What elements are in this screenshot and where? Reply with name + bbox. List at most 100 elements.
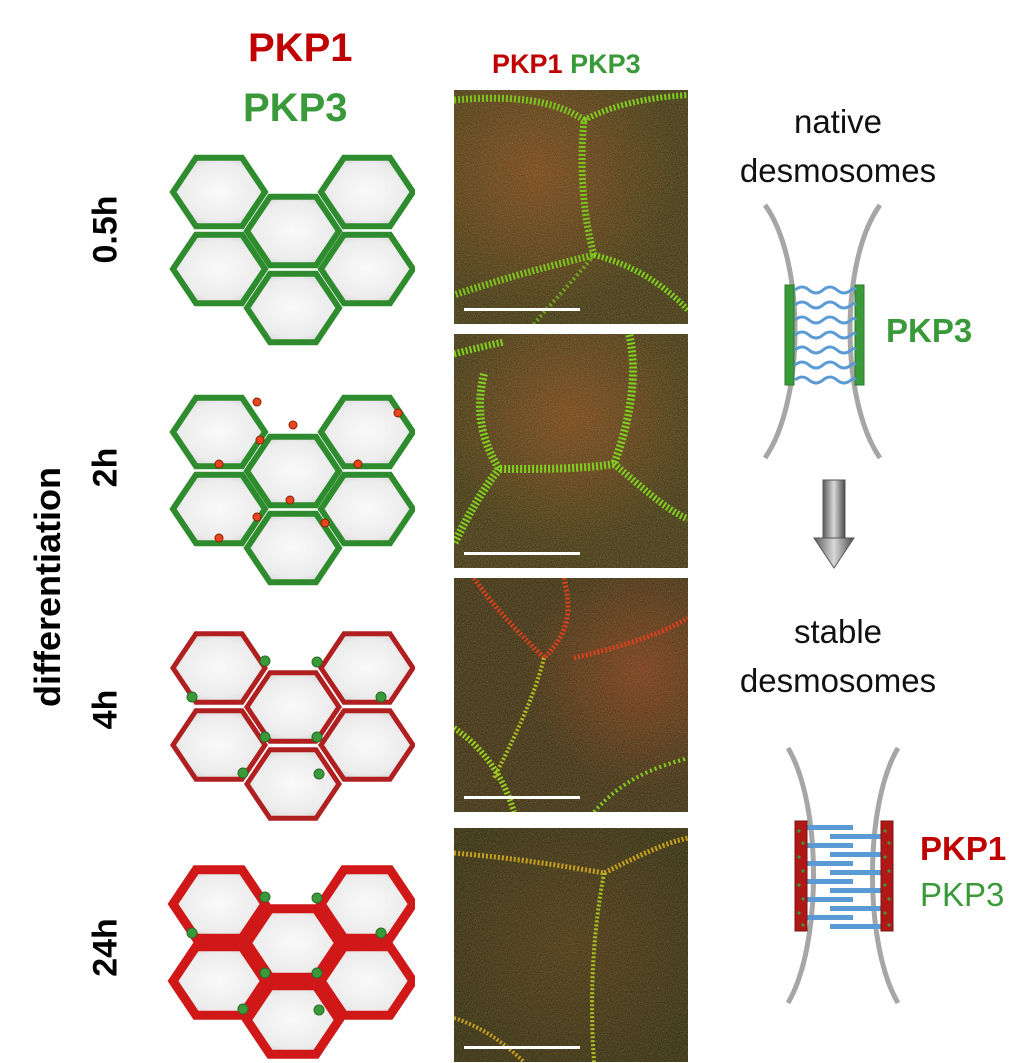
micrograph-image	[454, 90, 688, 324]
micrograph-24h	[454, 828, 688, 1062]
plaque-left	[784, 284, 795, 386]
hex-cell	[169, 154, 269, 230]
time-label-0.5h: 0.5h	[86, 195, 125, 264]
junction-dot	[311, 967, 323, 979]
hex-cell	[169, 394, 269, 470]
hex-cells	[169, 154, 415, 346]
hex-cell	[167, 865, 271, 943]
hex-cell	[169, 471, 269, 547]
hex-diagram-4h	[169, 631, 415, 821]
hex-cells	[169, 631, 415, 821]
junction-dot	[252, 397, 262, 407]
stable-line1: stable	[793, 613, 883, 650]
hex-cell	[317, 394, 415, 470]
native-pkp3-label: PKP3	[886, 312, 973, 349]
junction-dot	[313, 1004, 325, 1016]
hex-cell	[241, 981, 345, 1059]
junction-dot	[214, 459, 224, 469]
micrograph-image	[454, 578, 688, 812]
plaque-left	[794, 820, 808, 932]
scale-bar	[464, 552, 580, 555]
header-pkp1: PKP1	[248, 26, 353, 70]
hex-cell	[243, 193, 343, 269]
hex-cell	[317, 631, 415, 705]
micrograph-0.5h	[454, 90, 688, 324]
junction-dot	[186, 927, 198, 939]
junction-dot	[375, 691, 387, 703]
pkp3-dots	[797, 829, 891, 927]
keratin-bars	[807, 825, 882, 929]
stable-pkp3-label: PKP3	[920, 876, 1005, 913]
junction-dot	[259, 891, 271, 903]
down-arrow-icon	[813, 479, 855, 569]
time-label-2h: 2h	[86, 447, 125, 488]
stable-desmosomes-title: stable desmosomes	[722, 608, 954, 706]
junction-dot	[259, 967, 271, 979]
plaque-right	[880, 820, 894, 932]
micrograph-header: PKP1 PKP3	[492, 51, 641, 78]
scale-bar	[464, 308, 580, 311]
scale-bar	[464, 796, 580, 799]
hex-cell	[243, 433, 343, 509]
micrograph-header-pkp3: PKP3	[570, 49, 641, 79]
time-label-4h: 4h	[86, 689, 125, 730]
keratin-waves	[794, 285, 857, 385]
hex-cell	[315, 865, 415, 943]
hex-cell	[243, 270, 343, 346]
junction-dot	[311, 656, 323, 668]
native-desmosome-diagram	[762, 203, 883, 460]
junction-dot	[237, 767, 249, 779]
micrograph-2h	[454, 334, 688, 568]
junction-dot	[393, 408, 403, 418]
junction-dot	[259, 655, 271, 667]
micrograph-header-pkp1: PKP1	[492, 49, 563, 79]
junction-dot	[237, 1003, 249, 1015]
hex-diagram-2h	[169, 394, 415, 586]
junction-dot	[311, 892, 323, 904]
hex-cell	[169, 631, 269, 705]
junction-dot	[353, 459, 363, 469]
hex-cell	[169, 708, 269, 782]
membrane-right	[847, 203, 883, 460]
header-pkp3: PKP3	[243, 86, 348, 130]
junction-dot	[288, 420, 298, 430]
junction-dot	[375, 927, 387, 939]
junction-dot	[255, 435, 265, 445]
hex-cell	[243, 747, 343, 821]
stable-desmosome-diagram	[785, 746, 901, 1005]
junction-dot	[285, 495, 295, 505]
stable-line2: desmosomes	[739, 661, 937, 699]
hex-cells	[167, 865, 415, 1059]
micrograph-4h	[454, 578, 688, 812]
hex-cells	[169, 394, 415, 586]
time-label-24h: 24h	[86, 918, 125, 977]
junction-dot	[311, 731, 323, 743]
hex-cell	[167, 942, 271, 1020]
junction-dot	[320, 518, 330, 528]
hex-cell	[317, 154, 415, 230]
native-line1: native	[793, 103, 883, 140]
native-line2: desmosomes	[739, 151, 937, 189]
junction-dot	[214, 533, 224, 543]
hex-cell	[169, 231, 269, 307]
hex-cell	[317, 471, 415, 547]
native-desmosomes-title: native desmosomes	[722, 98, 954, 196]
hex-diagram-0.5h	[169, 154, 415, 346]
hex-cell	[317, 231, 415, 307]
hex-cell	[317, 708, 415, 782]
hex-diagram-24h	[167, 865, 415, 1059]
hex-cell	[243, 510, 343, 586]
differentiation-label: differentiation	[27, 467, 68, 707]
membrane-left	[785, 746, 816, 1005]
micrograph-image	[454, 828, 688, 1062]
stable-pkp1-label: PKP1	[920, 830, 1007, 867]
membrane-right	[870, 746, 901, 1005]
micrograph-image	[454, 334, 688, 568]
junction-dot	[259, 731, 271, 743]
membrane-left	[762, 203, 798, 460]
hex-cell	[315, 942, 415, 1020]
junction-dot	[313, 768, 325, 780]
hex-cell	[243, 670, 343, 744]
junction-dot	[186, 691, 198, 703]
junction-dot	[252, 512, 262, 522]
